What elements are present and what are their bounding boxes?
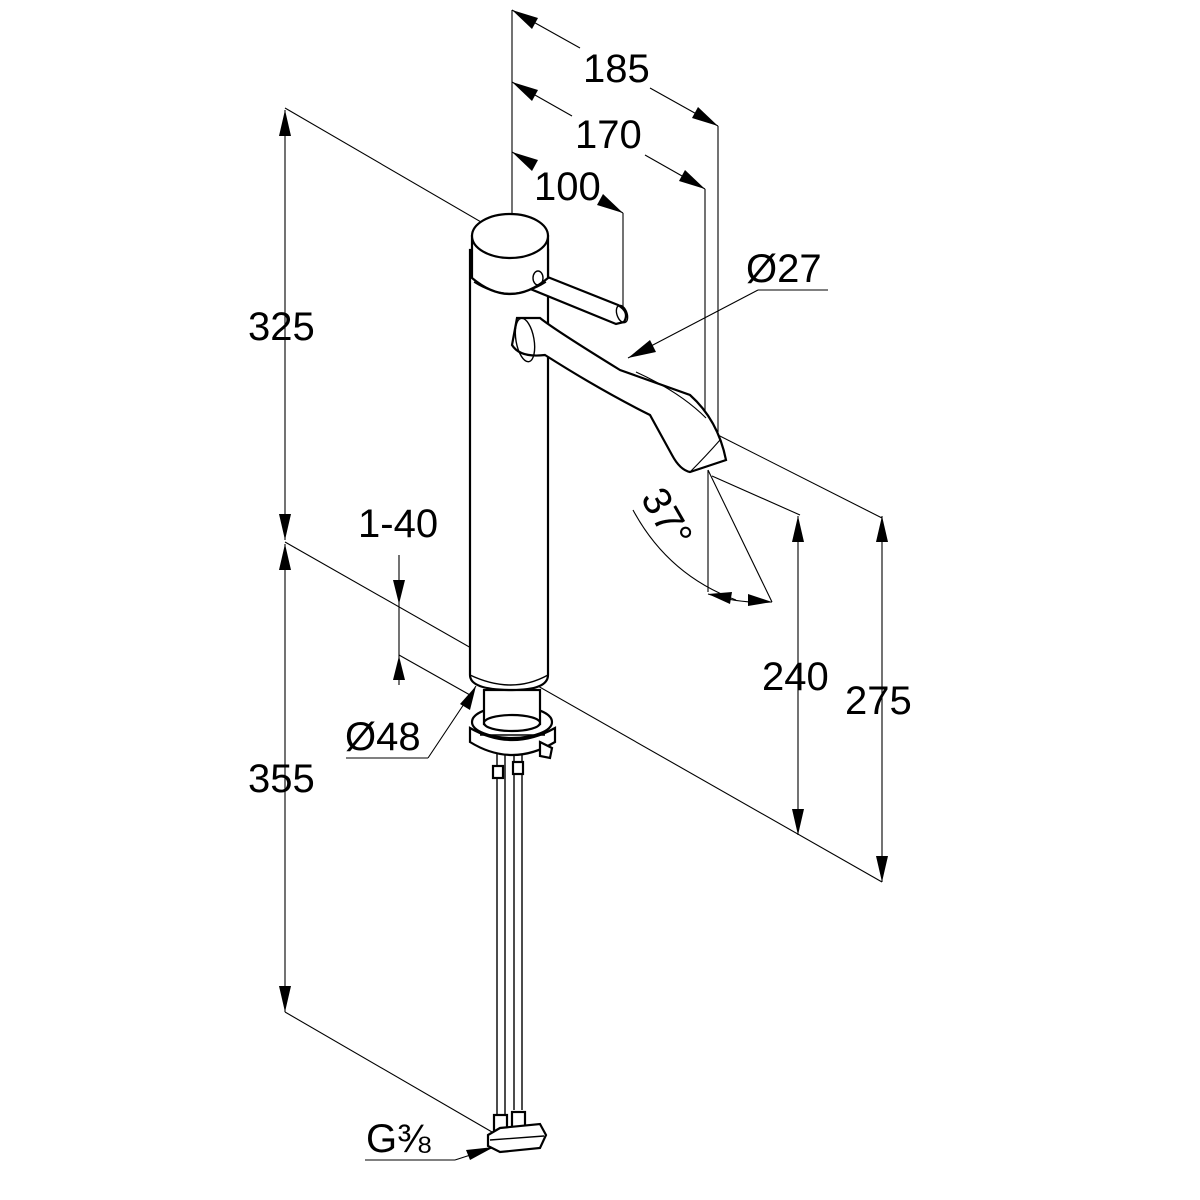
dimension-diameter-48-label: Ø48	[345, 715, 421, 759]
dimension-325-label: 325	[248, 305, 315, 349]
dimension-thread: G⅜	[365, 1117, 494, 1161]
dimension-355-label: 355	[248, 757, 315, 801]
dimension-1-40-label: 1-40	[358, 502, 438, 546]
dimension-thread-label: G⅜	[366, 1117, 431, 1161]
dimension-angle-37-label: 37°	[632, 481, 700, 555]
faucet-column	[468, 248, 550, 692]
dimension-diameter-48: Ø48	[345, 685, 477, 759]
dimension-185: 185	[511, 9, 719, 432]
supply-hoses	[486, 752, 548, 1154]
dimension-185-label: 185	[583, 47, 650, 91]
faucet-spout	[510, 316, 728, 474]
dimension-240-label: 240	[762, 655, 829, 699]
reference-lines	[284, 107, 883, 1133]
faucet-body	[468, 212, 728, 1154]
dimension-240: 240	[762, 516, 829, 835]
dimension-100: 100	[511, 151, 624, 310]
dimension-170: 170	[511, 81, 706, 430]
dimension-355: 355	[248, 544, 315, 1012]
dimension-diameter-27-label: Ø27	[746, 247, 822, 291]
dimension-275-label: 275	[845, 679, 912, 723]
faucet-lever-handle	[470, 212, 629, 326]
dimension-275: 275	[845, 516, 912, 882]
dimension-170-label: 170	[575, 113, 642, 157]
dimension-1-40: 1-40	[358, 502, 471, 696]
dimension-angle-37: 37°	[632, 469, 773, 606]
dimension-325: 325	[248, 110, 315, 540]
mounting-base	[468, 688, 557, 760]
dimension-100-label: 100	[534, 165, 601, 209]
dimension-diameter-27: Ø27	[627, 247, 828, 359]
